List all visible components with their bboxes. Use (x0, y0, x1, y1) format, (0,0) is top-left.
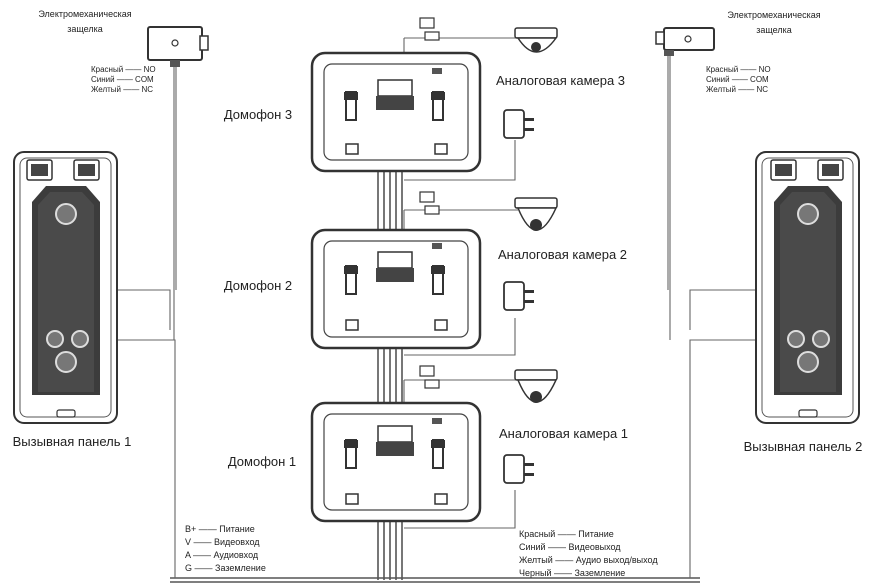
analog-camera-3 (419, 17, 558, 53)
call-panel-left-label: Вызывная панель 1 (13, 434, 132, 449)
camera-wiring-blue: Синий —— Видеовыход (519, 542, 621, 552)
camera-wiring-black: Черный —— Заземление (519, 568, 625, 578)
intercom-monitor-2 (310, 228, 482, 350)
lock-left-wire-blue: Синий —— COM (91, 75, 154, 84)
lock-right-wire-red: Красный —— NO (706, 65, 771, 74)
call-panel-left (13, 151, 118, 424)
intercom-monitor-2-label: Домофон 2 (224, 278, 292, 293)
call-panel-right-label: Вызывная панель 2 (744, 439, 863, 454)
lock-left-title-line2: защелка (67, 24, 103, 34)
intercom-monitor-3 (310, 51, 482, 173)
lock-left-title-line1: Электромеханическая (38, 9, 131, 19)
panel-wiring-bplus: B+ —— Питание (185, 524, 255, 534)
intercom-monitor-1-label: Домофон 1 (228, 454, 296, 469)
intercom-monitor-1 (310, 401, 482, 523)
call-panel-right (755, 151, 860, 424)
lock-right-wire-yellow: Желтый —— NC (706, 85, 768, 94)
panel-wiring-audio: A —— Аудиовход (185, 550, 259, 560)
analog-camera-1 (419, 365, 558, 403)
power-adapter-2 (503, 281, 534, 311)
intercom-monitor-3-label: Домофон 3 (224, 107, 292, 122)
panel-wiring-video: V —— Видеовход (185, 537, 260, 547)
electromechanical-lock-right (655, 27, 715, 56)
lock-right-wire-blue: Синий —— COM (706, 75, 769, 84)
analog-camera-3-label: Аналоговая камера 3 (496, 73, 625, 88)
lock-left-wire-yellow: Желтый —— NC (91, 85, 153, 94)
lock-right-title-line1: Электромеханическая (727, 10, 820, 20)
analog-camera-2-label: Аналоговая камера 2 (498, 247, 627, 262)
analog-camera-2 (419, 191, 558, 231)
panel-wiring-ground: G —— Заземление (185, 563, 266, 573)
camera-wiring-yellow: Желтый —— Аудио выход/выход (519, 555, 658, 565)
lock-right-title-line2: защелка (756, 25, 792, 35)
camera-wiring-red: Красный —— Питание (519, 529, 614, 539)
lock-left-wire-red: Красный —— NO (91, 65, 156, 74)
analog-camera-1-label: Аналоговая камера 1 (499, 426, 628, 441)
power-adapter-3 (503, 109, 534, 139)
electromechanical-lock-left (147, 26, 209, 67)
power-adapter-1 (503, 454, 534, 484)
